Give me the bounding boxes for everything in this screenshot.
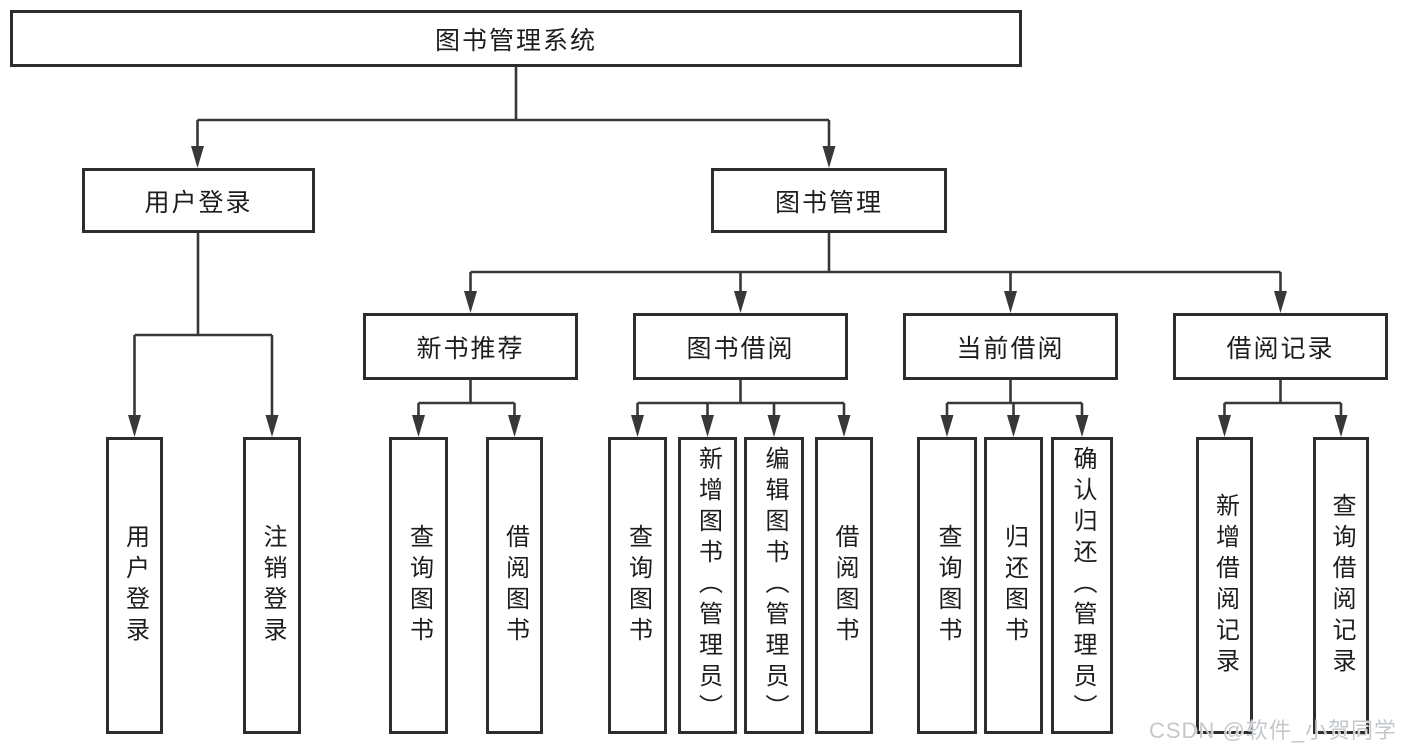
leaf-query-books-borrow: 查询图书: [608, 437, 667, 734]
connector-book-management-children: [469, 233, 1282, 296]
leaf-query-books-current: 查询图书: [917, 437, 977, 734]
node-new-book-recommend: 新书推荐: [363, 313, 578, 380]
leaf-confirm-return-admin: 确认归还（管理员）: [1051, 437, 1113, 734]
node-label: 当前借阅: [956, 334, 1065, 363]
node-borrow-records: 借阅记录: [1173, 313, 1388, 380]
leaf-edit-books-admin: 编辑图书（管理员）: [744, 437, 804, 734]
node-label: 查询图书: [405, 523, 433, 648]
connector-book-borrow-children: [636, 380, 846, 420]
connector-borrow-records-children: [1223, 380, 1343, 420]
leaf-user-login: 用户登录: [106, 437, 163, 734]
node-label: 用户登录: [144, 188, 253, 217]
connector-new-book-children: [417, 380, 516, 420]
arrowhead: [191, 146, 204, 168]
leaf-borrow-books: 借阅图书: [815, 437, 873, 734]
arrowhead: [1274, 291, 1287, 313]
arrowhead: [837, 415, 851, 437]
node-label: 查询借阅记录: [1328, 492, 1355, 679]
node-current-borrow: 当前借阅: [903, 313, 1118, 380]
node-label: 借阅记录: [1226, 334, 1335, 363]
node-label: 注销登录: [259, 523, 286, 648]
node-label: 查询图书: [624, 523, 652, 648]
node-label: 图书管理: [774, 188, 883, 217]
arrowhead: [1007, 415, 1020, 437]
arrowhead: [412, 415, 425, 437]
node-label: 编辑图书（管理员）: [761, 446, 788, 725]
node-user-login: 用户登录: [82, 168, 315, 233]
arrowhead: [464, 291, 477, 313]
leaf-add-borrow-record: 新增借阅记录: [1196, 437, 1253, 734]
arrowhead: [767, 415, 781, 437]
node-label: 确认归还（管理员）: [1069, 446, 1096, 725]
arrowhead: [265, 415, 279, 437]
node-label: 新增借阅记录: [1211, 492, 1239, 679]
node-label: 新增图书（管理员）: [694, 446, 722, 725]
arrowhead: [1334, 415, 1348, 437]
leaf-borrow-books-recommend: 借阅图书: [486, 437, 543, 734]
csdn-watermark: CSDN @软件_小贺同学: [1148, 718, 1397, 743]
arrowhead: [1004, 291, 1017, 313]
node-root-system: 图书管理系统: [10, 10, 1022, 67]
arrowhead: [822, 146, 836, 168]
arrowhead: [631, 415, 644, 437]
node-label: 查询图书: [934, 523, 961, 648]
leaf-query-borrow-record: 查询借阅记录: [1313, 437, 1369, 734]
node-label: 用户登录: [121, 523, 149, 648]
arrowhead: [701, 415, 714, 437]
node-book-management: 图书管理: [711, 168, 947, 233]
node-label: 借阅图书: [501, 523, 529, 648]
leaf-add-books-admin: 新增图书（管理员）: [678, 437, 737, 734]
leaf-logout: 注销登录: [243, 437, 301, 734]
arrowhead: [940, 415, 954, 437]
leaf-return-books: 归还图书: [984, 437, 1043, 734]
node-label: 图书管理系统: [434, 26, 597, 55]
node-book-borrow: 图书借阅: [633, 313, 848, 380]
arrowhead: [508, 415, 521, 437]
node-label: 归还图书: [1000, 523, 1028, 648]
arrowhead: [734, 291, 747, 313]
node-label: 图书借阅: [686, 334, 795, 363]
arrowhead: [128, 415, 141, 437]
arrowhead: [1075, 415, 1089, 437]
connector-user-login-children: [133, 233, 274, 420]
node-label: 借阅图书: [831, 523, 858, 648]
connector-root-to-level2: [196, 67, 831, 150]
connector-current-borrow-children: [945, 380, 1084, 420]
arrowhead: [1218, 415, 1231, 437]
node-label: 新书推荐: [416, 334, 525, 363]
leaf-query-books-recommend: 查询图书: [389, 437, 448, 734]
